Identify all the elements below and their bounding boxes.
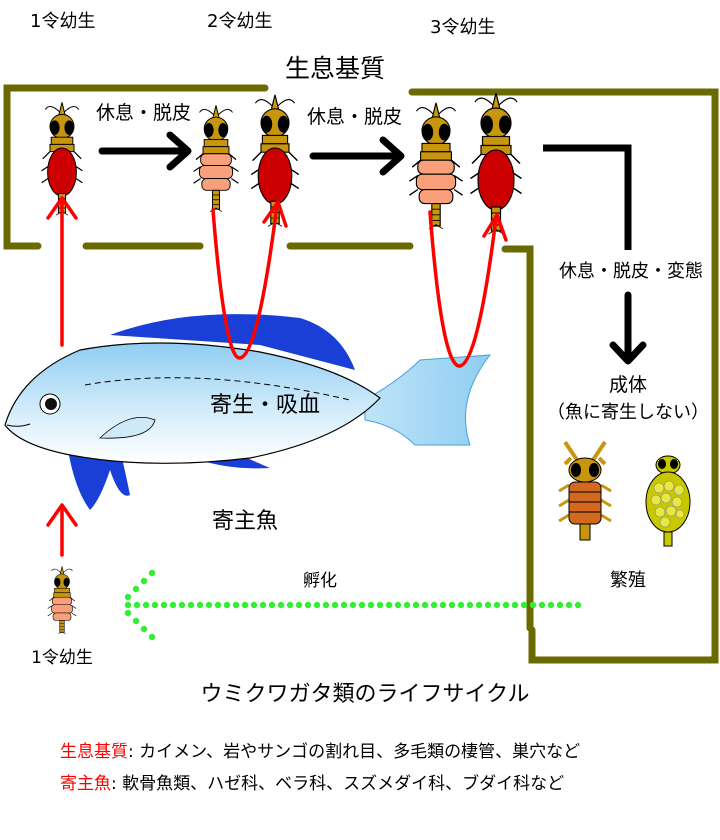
adult-note-label: （魚に寄生しない） xyxy=(547,402,709,423)
hatching-arrow-dot xyxy=(214,601,222,609)
adult-label: 成体 xyxy=(609,374,647,396)
hatching-arrow-dot xyxy=(286,601,294,609)
hatching-arrow-dot xyxy=(484,601,492,609)
hatching-arrow-dot xyxy=(142,601,150,609)
hatching-arrow-dot xyxy=(412,601,420,609)
stage3-larva-icon xyxy=(469,92,523,235)
hatching-arrow-dot xyxy=(439,601,447,609)
metamorph-connector xyxy=(543,144,632,250)
hatching-arrow-dot xyxy=(367,601,375,609)
rest-molt-label-1: 休息・脱皮 xyxy=(96,102,191,124)
legend-substrate: 生息基質: カイメン、岩やサンゴの割れ目、多毛類の棲管、巣穴など xyxy=(60,741,580,762)
legend-substrate-term: 生息基質 xyxy=(60,742,128,762)
adult-female-icon xyxy=(645,455,691,547)
host-fish-illustration xyxy=(4,314,492,510)
hatching-arrow-dot xyxy=(196,601,204,609)
hatching-arrow-dot xyxy=(331,601,339,609)
hatching-arrow-dot xyxy=(124,609,132,617)
hatching-arrow-dot xyxy=(421,601,429,609)
hatching-arrow-dot xyxy=(511,601,519,609)
hatching-arrow-dot xyxy=(124,601,132,609)
hatching-arrow-dot xyxy=(502,601,510,609)
stage3-molting-larva-icon xyxy=(408,102,464,230)
parasitism-loop-stage3 xyxy=(428,210,508,368)
hatching-arrow-dot xyxy=(322,601,330,609)
attach-arrow-hatchling xyxy=(46,503,78,557)
hatching-arrow-dot xyxy=(538,601,546,609)
hatching-arrow-dot xyxy=(403,601,411,609)
reproduction-label: 繁殖 xyxy=(610,569,646,591)
legend-host-desc: : 軟骨魚類、ハゼ科、ベラ科、スズメダイ科、ブダイ科など xyxy=(111,773,564,794)
hatching-arrow-dot xyxy=(394,601,402,609)
hatching-arrow-dot xyxy=(232,601,240,609)
adult-male-icon xyxy=(558,440,612,541)
stage1-bottom-label: 1令幼生 xyxy=(31,648,93,668)
diagram-title: ウミクワガタ類のライフサイクル xyxy=(201,682,530,707)
hatching-arrow-dot xyxy=(349,601,357,609)
legend-substrate-desc: : カイメン、岩やサンゴの割れ目、多毛類の棲管、巣穴など xyxy=(128,741,580,762)
parasitism-loop-stage2 xyxy=(211,200,288,360)
hatching-arrow-dot xyxy=(178,601,186,609)
hatching-arrow-dot xyxy=(340,601,348,609)
hatching-arrow-dot xyxy=(547,601,555,609)
hatching-arrow-dot xyxy=(268,601,276,609)
substrate-title: 生息基質 xyxy=(285,54,385,83)
hatching-arrow-dot xyxy=(140,577,148,585)
hatching-arrow-dot xyxy=(160,601,168,609)
hatching-label: 孵化 xyxy=(303,571,337,591)
hatching-arrow-dot xyxy=(187,601,195,609)
hatching-arrow-dot xyxy=(376,601,384,609)
hatching-arrow-dot xyxy=(132,617,140,625)
hatching-arrow-dot xyxy=(304,601,312,609)
hatching-arrow-dot xyxy=(241,601,249,609)
hatching-arrow-dot xyxy=(493,601,501,609)
hatching-arrow-dot xyxy=(259,601,267,609)
hatching-arrow-dot xyxy=(385,601,393,609)
hatching-arrow-dot xyxy=(430,601,438,609)
hatching-arrow-dot xyxy=(223,601,231,609)
hatching-arrow-dot xyxy=(148,633,156,641)
hatching-arrow-dot xyxy=(466,601,474,609)
hatching-arrow-dot xyxy=(148,569,156,577)
hatching-arrow-dot xyxy=(132,585,140,593)
hatching-arrow-dot xyxy=(565,601,573,609)
rest-molt-label-2: 休息・脱皮 xyxy=(307,106,402,128)
stage2-top-label: 2令幼生 xyxy=(207,11,272,32)
hatching-arrow-dot xyxy=(140,625,148,633)
hatching-arrow-dot xyxy=(448,601,456,609)
legend-host: 寄主魚: 軟骨魚類、ハゼ科、ベラ科、スズメダイ科、ブダイ科など xyxy=(60,773,564,794)
hatching-arrow-dot xyxy=(124,593,132,601)
molt-arrow-2 xyxy=(309,136,405,176)
hatching-arrow-dot xyxy=(295,601,303,609)
hatching-arrow-dot xyxy=(313,601,321,609)
hatching-arrow-dot xyxy=(574,601,582,609)
hatching-arrow-dot xyxy=(358,601,366,609)
hatching-arrow-dot xyxy=(205,601,213,609)
molt-arrow-1 xyxy=(98,131,192,171)
hatching-arrow-dot xyxy=(520,601,528,609)
hatching-arrow-dot xyxy=(475,601,483,609)
hatching-arrow-dot xyxy=(169,601,177,609)
stage2-molting-larva-icon xyxy=(192,104,240,213)
stage1-top-label: 1令幼生 xyxy=(30,11,95,32)
stage3-top-label: 3令幼生 xyxy=(430,17,495,38)
metamorph-arrow xyxy=(609,291,647,365)
parasitism-label: 寄生・吸血 xyxy=(210,393,320,418)
host-fish-label: 寄主魚 xyxy=(212,509,278,534)
hatching-arrow-dot xyxy=(133,601,141,609)
substrate-frame xyxy=(3,84,719,664)
hatching-arrow-dot xyxy=(151,601,159,609)
attach-arrow-stage1 xyxy=(46,196,78,347)
hatching-arrow-dot xyxy=(529,601,537,609)
hatching-arrow-dot xyxy=(556,601,564,609)
hatching-arrow-dot xyxy=(277,601,285,609)
hatching-arrow-dot xyxy=(250,601,258,609)
hatching-arrow xyxy=(124,569,582,641)
hatching-arrow-dot xyxy=(457,601,465,609)
hatchling-larva-icon xyxy=(47,566,77,635)
legend-host-term: 寄主魚 xyxy=(60,774,111,794)
rest-molt-metamorph-label: 休息・脱皮・変態 xyxy=(559,261,703,282)
